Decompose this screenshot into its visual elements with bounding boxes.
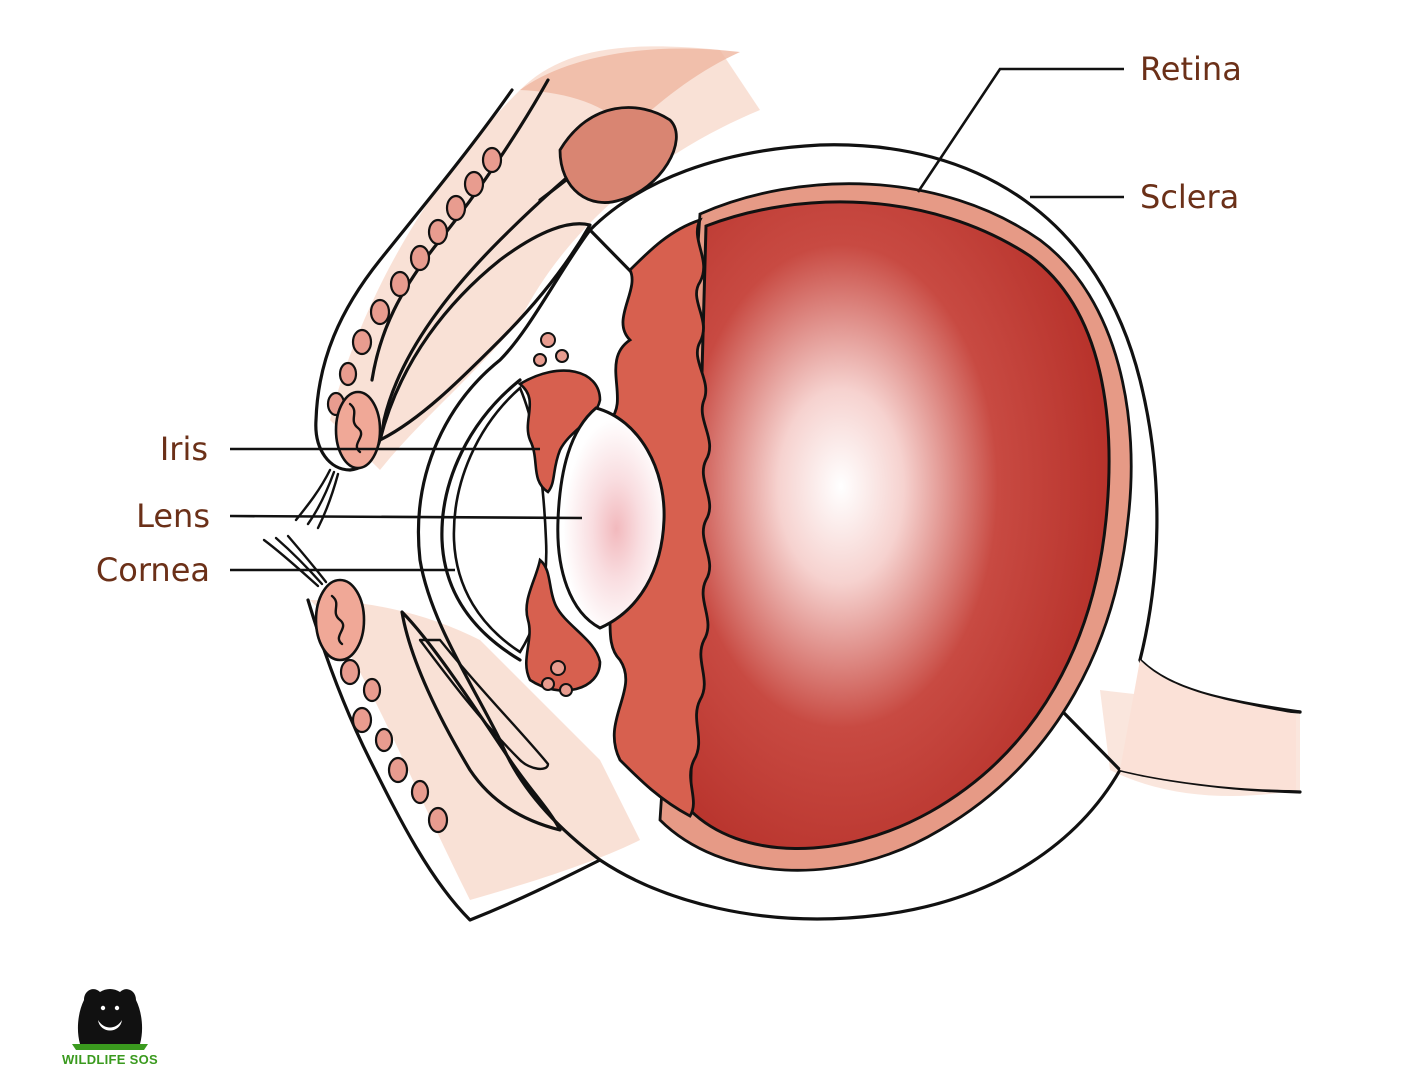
wildlife-sos-logo: WILDLIFE SOS	[62, 989, 158, 1067]
bear-icon	[72, 989, 148, 1050]
label-iris: Iris	[160, 430, 208, 468]
vitreous-body	[688, 200, 1111, 850]
cornea	[440, 378, 522, 662]
logo-text: WILDLIFE SOS	[62, 1052, 158, 1067]
label-sclera: Sclera	[1140, 178, 1239, 216]
lens	[556, 406, 666, 630]
label-retina: Retina	[1140, 50, 1242, 88]
ciliary-dots	[533, 332, 573, 697]
lower-eyelid	[262, 534, 602, 922]
label-cornea: Cornea	[96, 551, 210, 589]
lower-conjunctival-pocket	[400, 610, 562, 832]
label-lens: Lens	[136, 497, 210, 535]
lower-inner-pocket	[418, 638, 550, 771]
leader-lines	[229, 67, 1124, 572]
iris	[517, 369, 602, 494]
upper-conjunctival-pocket	[378, 222, 592, 442]
